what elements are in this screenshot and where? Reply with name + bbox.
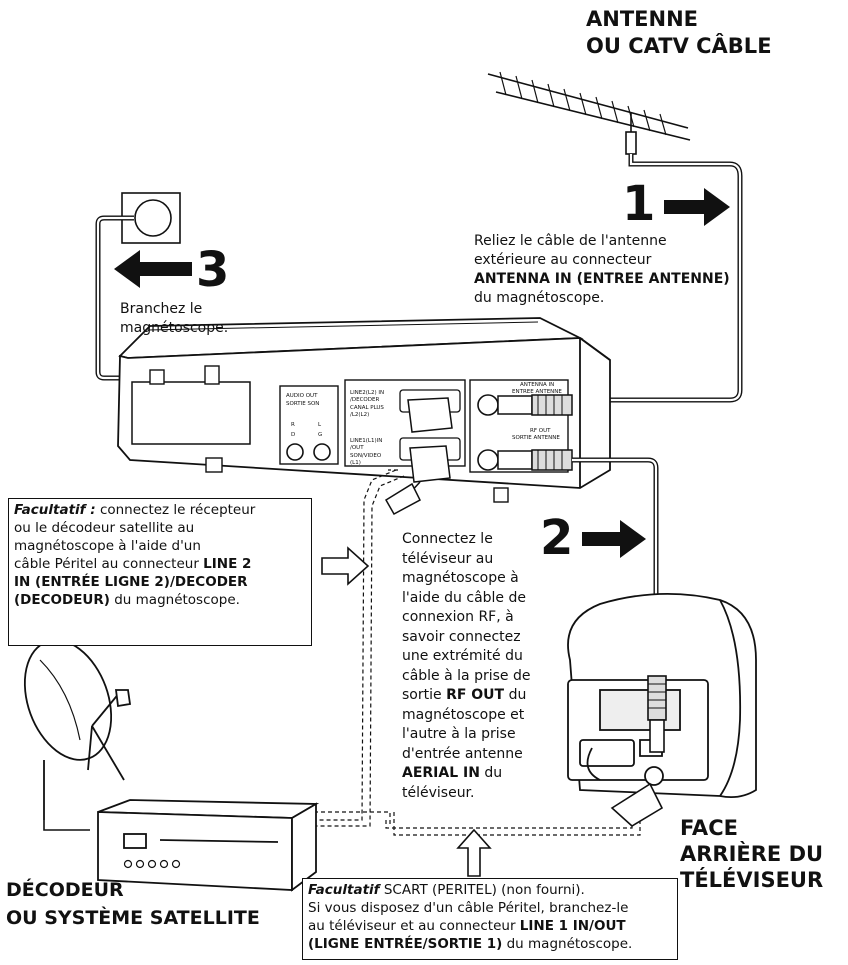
antenna-icon — [487, 71, 691, 155]
step1-text: Reliez le câble de l'antenne extérieure … — [474, 233, 730, 306]
panel-line1-label: LINE1(L1)IN — [350, 438, 382, 444]
optional-satellite-box: Facultatif : connectez le récepteur ou l… — [8, 498, 312, 646]
step3-text: Branchez le magnétoscope. — [120, 301, 229, 336]
step2-text: Connectez le téléviseur au magnétoscope … — [402, 531, 531, 801]
panel-rf-label: RF OUT — [530, 428, 551, 434]
panel-line1-label: (L1) — [350, 460, 361, 466]
step3-number: 3 — [196, 242, 230, 298]
step3-arrow-icon — [114, 250, 192, 288]
tv-back-label: FACE ARRIÈRE DU TÉLÉVISEUR — [680, 816, 824, 892]
hollow-arrow-right-icon — [321, 546, 370, 586]
panel-line2-label: LINE2(L2) IN — [350, 390, 384, 396]
panel-line1-label: /OUT — [350, 445, 364, 451]
step1-number: 1 — [622, 176, 656, 232]
panel-audio-label: AUDIO OUT — [286, 393, 318, 399]
panel-ant-label: ANTENNA IN — [520, 382, 554, 388]
panel-audio-label: SORTIE SON — [286, 401, 319, 407]
antenna-plug-icon — [497, 394, 573, 416]
step1-arrow-icon — [664, 188, 730, 226]
panel-rd-label: D — [291, 432, 295, 438]
step2-number: 2 — [540, 510, 574, 566]
panel-line1-label: SON/VIDEO — [350, 453, 382, 459]
scart-plug-icon — [384, 397, 453, 516]
rf-plug-icon — [497, 449, 573, 471]
panel-lg-label: L — [318, 422, 322, 428]
panel-line2-label: /DECODER — [350, 397, 379, 403]
panel-line2-label: CANAL PLUS — [350, 405, 384, 411]
panel-lg-label: G — [318, 432, 322, 438]
antenna-label: ANTENNE OU CATV CÂBLE — [586, 7, 772, 58]
panel-rf-label: SORTIE ANTENNE — [512, 435, 560, 441]
decoder-box-icon — [97, 799, 320, 892]
decoder-label: DÉCODEUR OU SYSTÈME SATELLITE — [6, 879, 260, 929]
panel-ant-label: ENTREE ANTENNE — [512, 389, 562, 395]
vcr-rear-view — [117, 317, 611, 503]
panel-rd-label: R — [291, 422, 295, 428]
panel-line2-label: /L2(L2) — [350, 412, 369, 418]
optional-scart-box: Facultatif SCART (PERITEL) (non fourni).… — [302, 878, 678, 960]
step2-arrow-icon — [582, 520, 646, 558]
tv-scart-plug-icon — [610, 782, 664, 827]
satellite-dish-icon — [23, 639, 132, 820]
